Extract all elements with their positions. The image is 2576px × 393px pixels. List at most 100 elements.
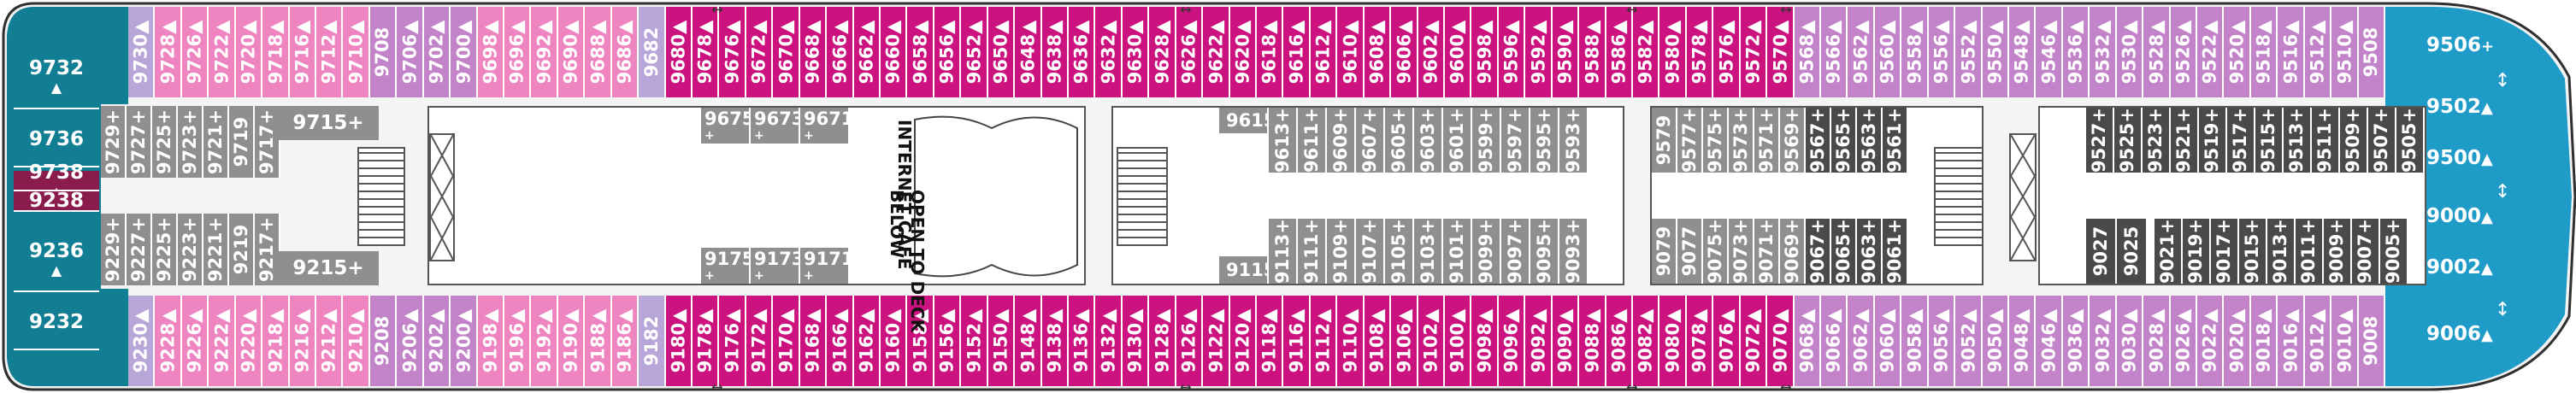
cabin-9672[interactable]: 9672▲ <box>746 7 774 97</box>
cabin-9572[interactable]: 9572▲ <box>1740 7 1768 97</box>
cabin-9005[interactable]: 9005+ <box>2380 219 2408 284</box>
cabin-9225[interactable]: 9225+ <box>152 214 178 285</box>
cabin-9678[interactable]: 9678▲ <box>693 7 720 97</box>
cabin-9162[interactable]: 9162▲ <box>853 296 881 386</box>
cabin-9086[interactable]: 9086▲ <box>1606 296 1633 386</box>
cabin-9571[interactable]: 9571+ <box>1754 108 1780 173</box>
cabin-9099[interactable]: 9099+ <box>1472 219 1501 284</box>
cabin-9101[interactable]: 9101+ <box>1443 219 1472 284</box>
cabin-9160[interactable]: 9160▲ <box>881 296 908 386</box>
cabin-9128[interactable]: 9128▲ <box>1149 296 1176 386</box>
cabin-9671[interactable]: 9671+ <box>800 108 853 144</box>
cabin-9601[interactable]: 9601+ <box>1443 108 1472 173</box>
cabin-9156[interactable]: 9156▲ <box>934 296 962 386</box>
cabin-9518[interactable]: 9518▲ <box>2250 7 2278 97</box>
cabin-9688[interactable]: 9688▲ <box>585 7 612 97</box>
cabin-9513[interactable]: 9513+ <box>2284 108 2312 173</box>
cabin-9018[interactable]: 9018▲ <box>2250 296 2278 386</box>
cabin-9093[interactable]: 9093+ <box>1559 219 1589 284</box>
cabin-9656[interactable]: 9656▲ <box>934 7 962 97</box>
cabin-9036[interactable]: 9036▲ <box>2062 296 2090 386</box>
cabin-9716[interactable]: 9716▲ <box>289 7 316 97</box>
cabin-9727[interactable]: 9727+ <box>127 106 152 178</box>
cabin-9196[interactable]: 9196▲ <box>504 296 532 386</box>
cabin-9060[interactable]: 9060▲ <box>1874 296 1902 386</box>
cabin-9228[interactable]: 9228▲ <box>155 296 182 386</box>
cabin-9010[interactable]: 9010▲ <box>2331 296 2359 386</box>
cabin-9620[interactable]: 9620▲ <box>1229 7 1257 97</box>
cabin-9230[interactable]: 9230▲ <box>128 296 156 386</box>
cabin-9150[interactable]: 9150▲ <box>987 296 1016 386</box>
cabin-9526[interactable]: 9526▲ <box>2170 7 2197 97</box>
cabin-9171[interactable]: 9171+ <box>800 248 853 284</box>
cabin-9208[interactable]: 9208 <box>369 296 398 386</box>
cabin-9217[interactable]: 9217+ <box>255 214 280 285</box>
cabin-9132[interactable]: 9132▲ <box>1095 296 1123 386</box>
cabin-9600[interactable]: 9600▲ <box>1445 7 1472 97</box>
cabin-9100[interactable]: 9100▲ <box>1445 296 1472 386</box>
cabin-9073[interactable]: 9073+ <box>1729 219 1754 284</box>
cabin-9563[interactable]: 9563+ <box>1857 108 1883 173</box>
suite-9006[interactable]: 9006▲ <box>2426 323 2493 345</box>
cabin-9609[interactable]: 9609+ <box>1327 108 1356 173</box>
cabin-9736[interactable]: 9736 <box>14 113 99 167</box>
cabin-9061[interactable]: 9061+ <box>1883 219 1908 284</box>
cabin-9717[interactable]: 9717+ <box>255 106 280 178</box>
cabin-9206[interactable]: 9206▲ <box>397 296 424 386</box>
cabin-9027[interactable]: 9027 <box>2086 219 2117 284</box>
cabin-9613[interactable]: 9613+ <box>1269 108 1298 173</box>
cabin-9111[interactable]: 9111+ <box>1298 219 1327 284</box>
cabin-9622[interactable]: 9622▲ <box>1203 7 1230 97</box>
cabin-9603[interactable]: 9603+ <box>1414 108 1443 173</box>
cabin-9546[interactable]: 9546▲ <box>2036 7 2063 97</box>
cabin-9007[interactable]: 9007+ <box>2352 219 2380 284</box>
cabin-9071[interactable]: 9071+ <box>1754 219 1780 284</box>
cabin-9175[interactable]: 9175+ <box>701 248 754 284</box>
suite-9500[interactable]: 9500▲ <box>2426 147 2493 169</box>
cabin-9615[interactable]: 9615 <box>1219 108 1276 133</box>
cabin-9577[interactable]: 9577+ <box>1677 108 1703 173</box>
cabin-9579[interactable]: 9579 <box>1652 108 1677 173</box>
cabin-9536[interactable]: 9536▲ <box>2062 7 2090 97</box>
cabin-9580[interactable]: 9580▲ <box>1659 7 1687 97</box>
cabin-9680[interactable]: 9680▲ <box>665 7 693 97</box>
suite-9002[interactable]: 9002▲ <box>2426 256 2493 279</box>
suite-9502[interactable]: 9502▲ <box>2426 96 2493 118</box>
cabin-9070[interactable]: 9070▲ <box>1767 296 1795 386</box>
cabin-9080[interactable]: 9080▲ <box>1659 296 1687 386</box>
cabin-9692[interactable]: 9692▲ <box>531 7 558 97</box>
cabin-9022[interactable]: 9022▲ <box>2197 296 2225 386</box>
cabin-9019[interactable]: 9019+ <box>2183 219 2211 284</box>
cabin-9110[interactable]: 9110▲ <box>1337 296 1365 386</box>
cabin-9517[interactable]: 9517+ <box>2227 108 2255 173</box>
cabin-9109[interactable]: 9109+ <box>1327 219 1356 284</box>
cabin-9569[interactable]: 9569+ <box>1780 108 1806 173</box>
cabin-9702[interactable]: 9702▲ <box>423 7 451 97</box>
cabin-9013[interactable]: 9013+ <box>2267 219 2296 284</box>
cabin-9017[interactable]: 9017+ <box>2211 219 2239 284</box>
cabin-9008[interactable]: 9008 <box>2358 296 2385 386</box>
cabin-9718[interactable]: 9718▲ <box>262 7 290 97</box>
cabin-9650[interactable]: 9650▲ <box>987 7 1016 97</box>
cabin-9021[interactable]: 9021+ <box>2155 219 2183 284</box>
cabin-9562[interactable]: 9562▲ <box>1848 7 1875 97</box>
cabin-9200[interactable]: 9200▲ <box>451 296 478 386</box>
cabin-9236[interactable]: 9236▲ <box>14 227 99 292</box>
cabin-9592[interactable]: 9592▲ <box>1525 7 1553 97</box>
cabin-9586[interactable]: 9586▲ <box>1606 7 1633 97</box>
cabin-9092[interactable]: 9092▲ <box>1525 296 1553 386</box>
cabin-9227[interactable]: 9227+ <box>127 214 152 285</box>
cabin-9166[interactable]: 9166▲ <box>827 296 854 386</box>
suite-9000[interactable]: 9000▲ <box>2426 205 2493 227</box>
cabin-9575[interactable]: 9575+ <box>1703 108 1729 173</box>
cabin-9728[interactable]: 9728▲ <box>155 7 182 97</box>
cabin-9556[interactable]: 9556▲ <box>1928 7 1956 97</box>
cabin-9602[interactable]: 9602▲ <box>1418 7 1445 97</box>
cabin-9608[interactable]: 9608▲ <box>1364 7 1392 97</box>
cabin-9075[interactable]: 9075+ <box>1703 219 1729 284</box>
cabin-9009[interactable]: 9009+ <box>2324 219 2352 284</box>
cabin-9176[interactable]: 9176▲ <box>719 296 746 386</box>
cabin-9158[interactable]: 9158▲ <box>907 296 934 386</box>
cabin-9527[interactable]: 9527+ <box>2086 108 2114 173</box>
cabin-9032[interactable]: 9032▲ <box>2090 296 2117 386</box>
